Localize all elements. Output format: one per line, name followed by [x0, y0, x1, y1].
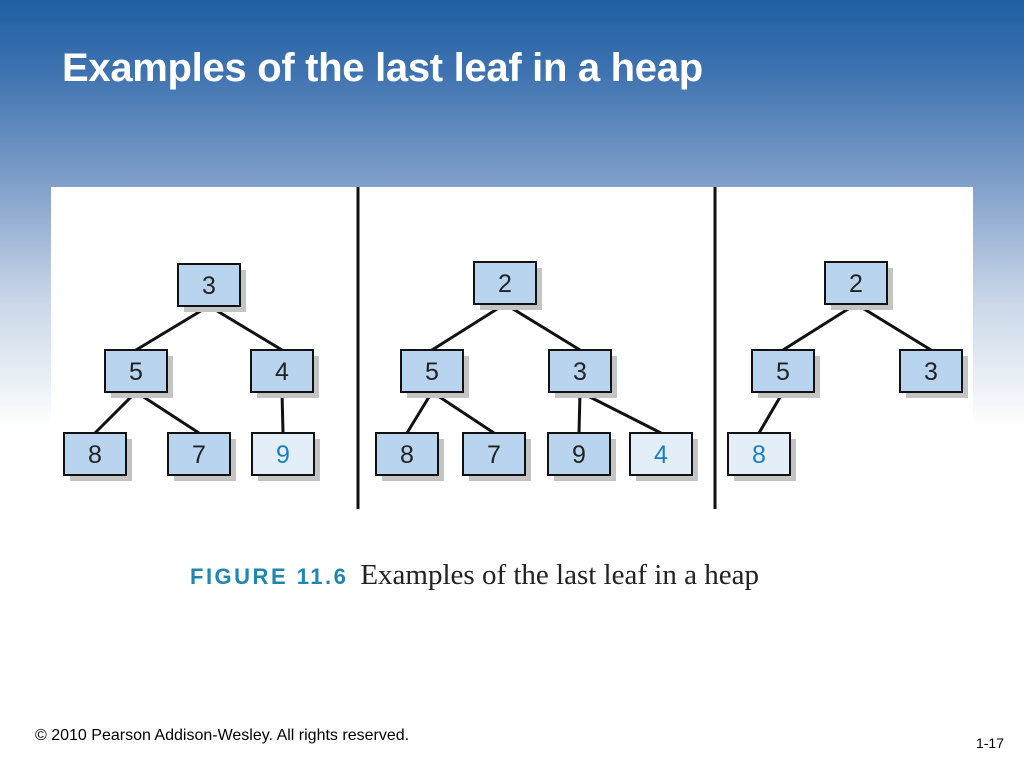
last-leaf-node: 8: [727, 432, 796, 481]
figure-number: FIGURE 11.6: [190, 564, 349, 589]
heap-node: 7: [167, 432, 236, 481]
page-number: 1-17: [975, 735, 1004, 751]
node-box: [547, 432, 611, 476]
heap-node: 9: [547, 432, 616, 481]
tree-edge: [135, 390, 200, 435]
node-box: [400, 349, 464, 393]
heap-node: 5: [751, 349, 820, 398]
node-box: [177, 263, 241, 307]
node-box: [375, 432, 439, 476]
slide-title: Examples of the last leaf in a heap: [62, 46, 703, 90]
node-label: 4: [654, 441, 668, 469]
node-box: [727, 432, 791, 476]
last-leaf-node: 9: [251, 432, 320, 481]
heap-node: 8: [375, 432, 444, 481]
node-label: 7: [487, 441, 501, 469]
node-label: 5: [425, 358, 439, 386]
heap-node: 5: [104, 349, 173, 398]
tree-edge: [405, 391, 434, 434]
tree-edge: [757, 391, 785, 434]
node-label: 8: [752, 441, 766, 469]
heap-node: 7: [462, 432, 531, 481]
node-box: [250, 349, 314, 393]
copyright-notice: © 2010 Pearson Addison-Wesley. All right…: [35, 727, 410, 744]
node-label: 3: [573, 358, 587, 386]
node-label: 4: [275, 358, 289, 386]
node-label: 2: [849, 270, 863, 298]
tree-edge: [280, 391, 285, 434]
figure-caption-text: Examples of the last leaf in a heap: [360, 559, 759, 591]
heap-diagram: 3 5 4 8 7 9 2 5 3 8 7 9 4 2 5 3 8: [63, 187, 968, 509]
tree-edge: [579, 390, 662, 435]
figure-caption: FIGURE 11.6 Examples of the last leaf in …: [190, 559, 759, 592]
heap-node: 3: [899, 349, 968, 398]
node-box: [899, 349, 963, 393]
node-box: [629, 432, 693, 476]
node-box: [63, 432, 127, 476]
heap-node: 3: [177, 263, 246, 312]
node-label: 3: [924, 358, 938, 386]
tree-edge: [431, 390, 495, 435]
tree-edge: [135, 304, 210, 352]
node-label: 5: [129, 358, 143, 386]
node-label: 5: [776, 358, 790, 386]
node-box: [751, 349, 815, 393]
node-label: 8: [400, 441, 414, 469]
node-box: [462, 432, 526, 476]
node-label: 9: [572, 441, 586, 469]
node-label: 3: [202, 272, 216, 300]
tree-edge: [504, 302, 581, 352]
node-box: [251, 432, 315, 476]
heap-node: 2: [824, 261, 893, 310]
tree-edge: [208, 304, 283, 352]
node-box: [548, 349, 612, 393]
heap-node: 5: [400, 349, 469, 398]
tree-edge: [431, 302, 506, 352]
node-box: [824, 261, 888, 305]
heap-node: 8: [63, 432, 132, 481]
node-box: [473, 261, 537, 305]
heap-node: 3: [548, 349, 617, 398]
heap-node: 2: [473, 261, 542, 310]
node-label: 8: [88, 441, 102, 469]
heap-node: 4: [250, 349, 319, 398]
tree-edge: [782, 302, 857, 352]
node-label: 9: [276, 441, 290, 469]
node-box: [167, 432, 231, 476]
node-box: [104, 349, 168, 393]
node-label: 2: [498, 270, 512, 298]
figure-panel: 3 5 4 8 7 9 2 5 3 8 7 9 4 2 5 3 8 FIGURE 11.6 Examples of…: [51, 187, 973, 600]
node-label: 7: [192, 441, 206, 469]
tree-edge: [577, 391, 582, 434]
tree-edge: [93, 390, 138, 435]
last-leaf-node: 4: [629, 432, 698, 481]
tree-edge: [855, 302, 932, 352]
